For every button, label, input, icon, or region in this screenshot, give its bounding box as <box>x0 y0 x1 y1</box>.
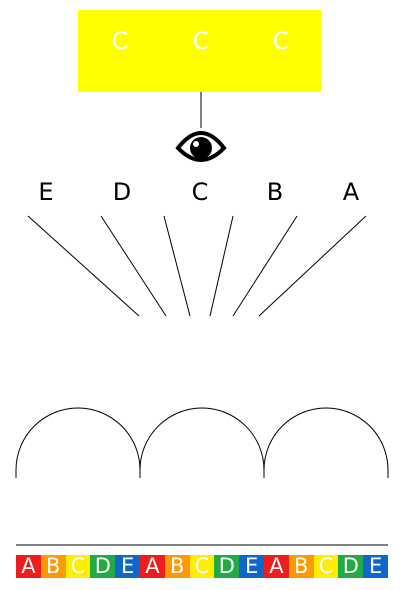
lens-arc <box>139 407 265 478</box>
eye-icon <box>175 131 227 162</box>
strip-cell: E <box>363 555 388 578</box>
view-ray-c-left <box>163 215 191 317</box>
strip-cell: D <box>90 555 116 578</box>
strip-cell: A <box>16 555 41 578</box>
strip-cell: A <box>264 555 289 578</box>
strip-cell: E <box>115 555 140 578</box>
perceived-image-box <box>78 10 321 92</box>
view-label-d: D <box>112 178 132 206</box>
view-ray-b <box>232 215 298 317</box>
view-ray-e <box>27 215 140 317</box>
lens-arc <box>263 407 389 478</box>
perceived-letter: C <box>111 27 129 55</box>
strip-cell: D <box>338 555 364 578</box>
view-label-a: A <box>342 178 360 206</box>
lens-arc <box>15 407 141 478</box>
strip-cell: B <box>288 555 314 578</box>
strip-cell: A <box>140 555 165 578</box>
strip-cell: D <box>214 555 240 578</box>
strip-cell: C <box>313 555 339 578</box>
view-label-e: E <box>38 178 54 206</box>
strip-cell: B <box>40 555 66 578</box>
view-label-c: C <box>191 178 209 206</box>
strip-cell: C <box>189 555 215 578</box>
strip-cell: E <box>239 555 264 578</box>
view-label-b: B <box>266 178 284 206</box>
view-ray-c-right <box>209 215 234 317</box>
view-ray-d <box>100 215 167 317</box>
perceived-letter: C <box>272 27 290 55</box>
view-ray-a <box>258 215 367 317</box>
strip-cell: C <box>65 555 91 578</box>
perceived-letter: C <box>192 27 210 55</box>
strip-cell: B <box>164 555 190 578</box>
